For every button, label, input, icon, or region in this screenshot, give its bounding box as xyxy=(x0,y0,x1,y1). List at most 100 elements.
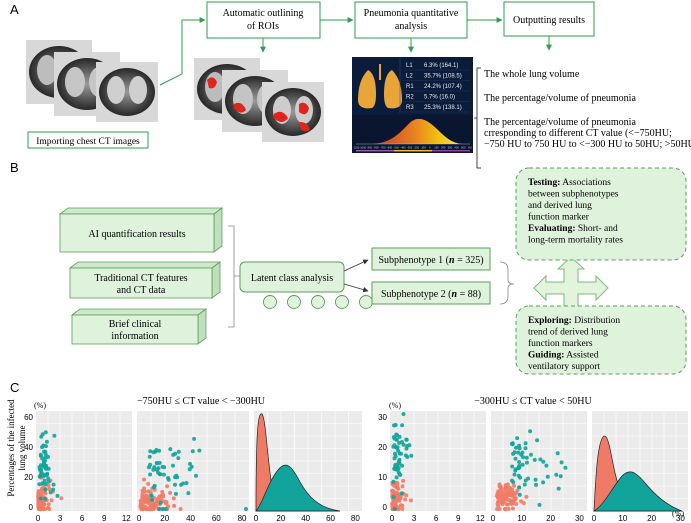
scatter-point xyxy=(538,457,543,462)
histogram-tick-label: -400 xyxy=(400,146,406,150)
x-tick-label: 20 xyxy=(160,514,169,523)
scatter-point xyxy=(153,501,158,506)
box-text-line: between subphenotypes xyxy=(528,190,619,200)
box-text-line: Guiding: Assisted xyxy=(528,351,599,361)
histogram-tick-label: HU xyxy=(468,146,472,150)
scatter-point xyxy=(391,502,395,507)
scatter-point xyxy=(43,482,48,486)
scatter-point xyxy=(403,453,408,458)
scatter-point xyxy=(516,450,521,455)
scatter-point xyxy=(168,490,173,495)
scatter-point xyxy=(171,463,175,468)
scatter-point xyxy=(155,468,159,472)
scatter-point xyxy=(143,498,148,503)
scatter-point xyxy=(408,498,413,503)
scatter-point xyxy=(397,434,402,439)
panel-c-label: C xyxy=(10,380,19,395)
y-axis-label-line1: Percentages of the infected xyxy=(6,399,16,497)
scatter-point xyxy=(174,491,178,496)
scatter-point xyxy=(168,447,173,452)
scatter-point xyxy=(43,496,48,501)
x-tick-label: 10 xyxy=(517,514,526,523)
connector-import-to-outline xyxy=(159,17,206,86)
step-analysis-box xyxy=(354,1,468,39)
panel-b-label: B xyxy=(10,160,19,175)
scatter-point xyxy=(37,482,42,487)
x-tick-label: 40 xyxy=(301,514,310,523)
step-analysis-line1: Pneumonia quantitative xyxy=(364,8,459,19)
scatter-point xyxy=(512,450,517,455)
left-lung-shape xyxy=(358,70,376,109)
scatter-point xyxy=(510,464,515,469)
scatter-point xyxy=(502,507,507,511)
scatter-point xyxy=(181,481,185,486)
scatter-point xyxy=(524,455,529,460)
scatter-point xyxy=(392,507,397,511)
scatter-point xyxy=(176,449,181,454)
input-clinical-line1: Brief clinical xyxy=(109,319,162,330)
output-pneumonia-percentage: The percentage/volume of pneumonia xyxy=(484,93,636,104)
lobe-name: L2 xyxy=(406,74,413,80)
lobe-value: 24.2% (107.4) xyxy=(424,84,462,90)
group-2-percent-unit: (%) xyxy=(389,401,401,410)
scatter-point xyxy=(521,501,526,506)
input-box-ai: AI quantification results xyxy=(58,207,224,253)
scatter-point xyxy=(59,496,64,501)
scatter-point xyxy=(148,449,153,454)
scatter-point xyxy=(157,448,162,453)
scatter-point xyxy=(173,482,177,487)
latent-class-circle xyxy=(335,295,349,309)
scatter-point xyxy=(499,486,503,491)
scatter-point xyxy=(43,455,48,460)
scatter-point xyxy=(506,507,511,511)
scatter-point xyxy=(138,504,143,509)
scatter-point xyxy=(520,462,525,467)
input-ct-features-line1: Traditional CT features xyxy=(94,273,187,284)
scatter-point xyxy=(507,485,512,490)
scatter-point xyxy=(178,507,183,511)
scatter-point xyxy=(392,443,397,448)
scatter-point xyxy=(512,483,516,488)
scatter-point xyxy=(146,489,151,494)
scatter-point xyxy=(523,478,528,483)
histogram-tick-label: 300 xyxy=(448,146,453,150)
scatter-point xyxy=(161,507,165,511)
scatter-point xyxy=(150,497,155,502)
density-curve-subphenotype-1 xyxy=(592,471,683,512)
scatter-point xyxy=(166,476,171,480)
scatter-point xyxy=(47,487,52,491)
latent-class-circle xyxy=(311,295,325,309)
scatter-point xyxy=(44,444,48,449)
step-output-label: Outputting results xyxy=(513,15,585,26)
subphenotype-brace xyxy=(499,261,515,305)
scatter-point xyxy=(51,482,56,487)
scatter-point xyxy=(164,500,169,505)
box-text-line: function markers xyxy=(528,338,593,349)
scatter-point xyxy=(165,484,170,489)
scatter-point xyxy=(404,437,409,442)
histogram-tick-label: -900 xyxy=(367,146,373,150)
x-tick-label: 0 xyxy=(137,514,142,523)
histogram-tick-label: 400 xyxy=(454,146,459,150)
x-tick-label: 3 xyxy=(412,514,417,523)
scatter-point xyxy=(44,464,48,469)
scatter-point xyxy=(502,490,507,494)
scatter-point xyxy=(391,479,396,484)
scatter-point xyxy=(392,436,397,441)
histogram-tick-label: 0 xyxy=(429,146,431,150)
scatter-point xyxy=(404,493,409,498)
scatter-point xyxy=(535,438,540,443)
scatter-point xyxy=(541,459,546,464)
scatter-point xyxy=(397,459,401,464)
scatter-point xyxy=(517,492,522,497)
subphenotype-1-label: Subphenotype 1 (n = 325) xyxy=(378,255,483,266)
scatter-point xyxy=(497,507,502,511)
lobe-value: 6.3% (164.1) xyxy=(424,63,458,69)
scatter-point xyxy=(534,482,538,487)
scatter-point xyxy=(522,482,527,487)
